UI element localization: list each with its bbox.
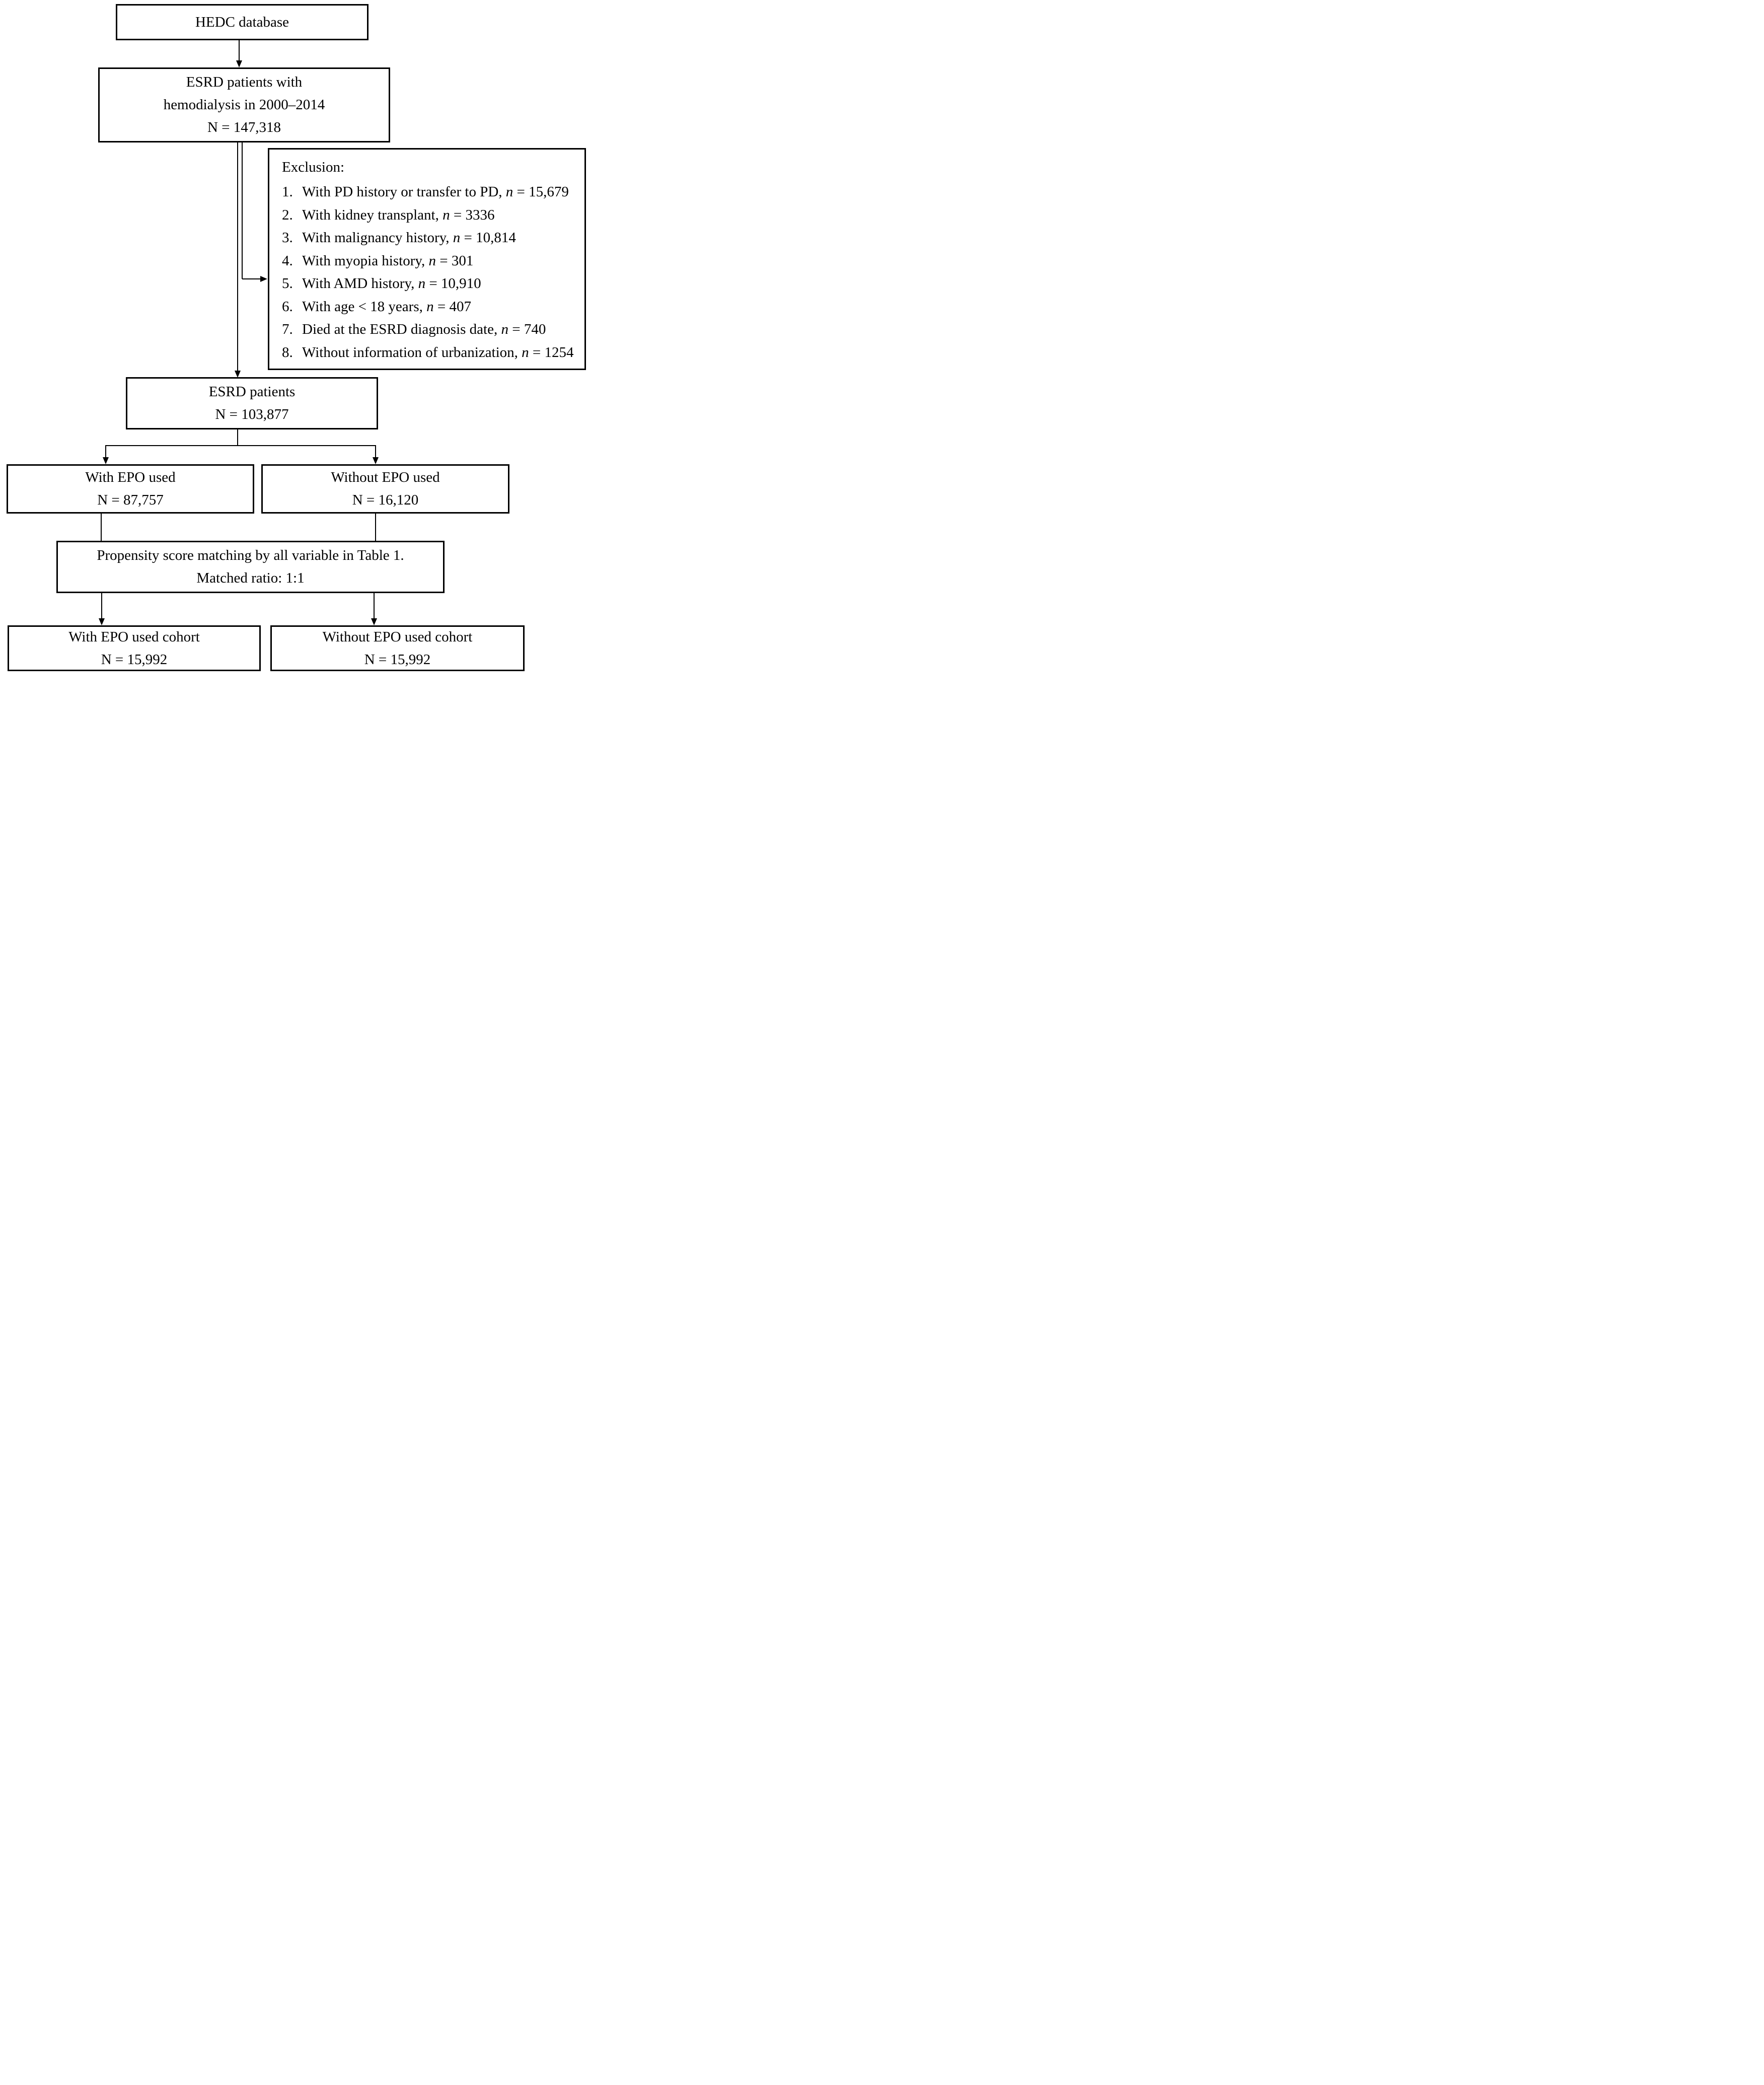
box-esrd-hemodialysis-line1: ESRD patients with [186,74,303,90]
exclusion-item-3-number: 3. [282,230,293,246]
exclusion-item-2-nvar: n [443,206,450,223]
exclusion-item-7-value: = 740 [508,321,546,338]
exclusion-item-2-text: With kidney transplant, n = 3336 [302,204,494,227]
exclusion-item-5-nvar: n [418,275,426,292]
arrowhead-down-withepo [103,457,109,464]
exclusion-item-5-number: 5. [282,275,293,292]
box-hedc-database: HEDC database [116,4,369,40]
box-with-epo-cohort: With EPO used cohort N = 15,992 [8,625,261,671]
box-esrd-hemodialysis-count: N = 147,318 [207,119,281,135]
connector-withepo-to-psm [101,514,102,541]
exclusion-item-3-value: = 10,814 [460,230,516,246]
arrowhead-down-esrd [235,371,241,378]
exclusion-item-6-text: With age < 18 years, n = 407 [302,296,471,318]
exclusion-item-1-value: = 15,679 [513,184,569,200]
box-esrd-patients-count: N = 103,877 [215,406,289,422]
box-propensity-matching: Propensity score matching by all variabl… [56,541,445,593]
arrowhead-down-withepo-cohort [99,618,105,625]
box-with-epo-cohort-count: N = 15,992 [101,651,168,668]
connector-esrdhd-to-exclusion-vertical [242,142,243,279]
connector-esrdhd-to-esrd [237,142,238,372]
exclusion-item-8-value: = 1254 [529,344,574,361]
exclusion-item-5-text: With AMD history, n = 10,910 [302,272,481,295]
exclusion-item-7-nvar: n [501,321,508,338]
exclusion-item-1-number: 1. [282,184,293,200]
box-with-epo-line1: With EPO used [85,469,176,485]
exclusion-item-2-label: With kidney transplant, [302,206,443,223]
box-without-epo-cohort-count: N = 15,992 [364,651,431,668]
exclusion-item-6: 6. With age < 18 years, n = 407 [282,296,580,319]
exclusion-item-3: 3. With malignancy history, n = 10,814 [282,227,580,250]
box-without-epo-line1: Without EPO used [331,469,440,485]
exclusion-item-4: 4. With myopia history, n = 301 [282,250,580,273]
arrowhead-right-exclusion [260,276,267,282]
exclusion-item-8-nvar: n [522,344,529,361]
exclusion-item-5-value: = 10,910 [425,275,481,292]
exclusion-item-4-label: With myopia history, [302,252,429,269]
box-hedc-database-label: HEDC database [195,14,289,30]
exclusion-title: Exclusion: [282,159,345,175]
box-without-epo-cohort-line1: Without EPO used cohort [322,628,473,645]
connector-hedc-to-esrdhd [239,40,240,61]
exclusion-item-4-number: 4. [282,252,293,269]
exclusion-item-6-nvar: n [426,298,434,315]
exclusion-item-1-text: With PD history or transfer to PD, n = 1… [302,181,569,203]
exclusion-item-4-text: With myopia history, n = 301 [302,250,473,272]
exclusion-item-3-nvar: n [453,230,461,246]
box-propensity-matching-line2: Matched ratio: 1:1 [196,570,305,586]
exclusion-item-6-label: With age < 18 years, [302,298,427,315]
arrowhead-down-withoutepo-cohort [371,618,377,625]
exclusion-item-1-nvar: n [505,184,513,200]
connector-psm-to-withepo-cohort [101,593,102,618]
exclusion-item-7-text: Died at the ESRD diagnosis date, n = 740 [302,318,546,341]
exclusion-item-5: 5. With AMD history, n = 10,910 [282,272,580,296]
box-propensity-matching-line1: Propensity score matching by all variabl… [97,547,404,563]
box-without-epo-cohort: Without EPO used cohort N = 15,992 [270,625,525,671]
box-with-epo-cohort-line1: With EPO used cohort [68,628,200,645]
exclusion-item-2: 2. With kidney transplant, n = 3336 [282,204,580,227]
exclusion-item-8-number: 8. [282,344,293,361]
arrowhead-down-withoutepo [373,457,379,464]
exclusion-item-5-label: With AMD history, [302,275,418,292]
connector-esrd-split-stem [237,429,238,446]
exclusion-item-1: 1. With PD history or transfer to PD, n … [282,181,580,204]
flowchart-patient-selection: HEDC database ESRD patients with hemodia… [0,0,588,695]
exclusion-item-8-text: Without information of urbanization, n =… [302,341,574,364]
connector-withoutepo-to-psm [375,514,376,541]
exclusion-item-7-number: 7. [282,321,293,338]
exclusion-item-6-value: = 407 [433,298,471,315]
exclusion-item-4-nvar: n [428,252,436,269]
box-esrd-hemodialysis-line2: hemodialysis in 2000–2014 [163,97,325,113]
box-esrd-hemodialysis: ESRD patients with hemodialysis in 2000–… [98,67,390,142]
exclusion-item-8-label: Without information of urbanization, [302,344,522,361]
exclusion-item-7-label: Died at the ESRD diagnosis date, [302,321,501,338]
box-with-epo: With EPO used N = 87,757 [7,464,254,514]
connector-psm-to-withoutepo-cohort [374,593,375,618]
box-without-epo-count: N = 16,120 [352,492,419,508]
exclusion-item-8: 8. Without information of urbanization, … [282,341,580,365]
exclusion-item-1-label: With PD history or transfer to PD, [302,184,506,200]
connector-split-to-withoutepo [375,445,376,458]
box-exclusion: Exclusion: 1. With PD history or transfe… [268,148,586,370]
arrowhead-down-esrdhd [236,60,242,67]
exclusion-item-3-text: With malignancy history, n = 10,814 [302,227,516,249]
exclusion-item-7: 7. Died at the ESRD diagnosis date, n = … [282,318,580,341]
box-without-epo: Without EPO used N = 16,120 [261,464,509,514]
exclusion-item-3-label: With malignancy history, [302,230,453,246]
connector-esrdhd-to-exclusion-horizontal [242,278,261,279]
exclusion-item-2-number: 2. [282,206,293,223]
connector-split-to-withepo [105,445,106,458]
box-with-epo-count: N = 87,757 [97,492,164,508]
exclusion-item-4-value: = 301 [435,252,474,269]
connector-esrd-split-bar [105,445,376,446]
box-esrd-patients: ESRD patients N = 103,877 [126,377,378,429]
box-esrd-patients-line1: ESRD patients [208,384,296,400]
exclusion-item-2-value: = 3336 [450,206,495,223]
exclusion-item-6-number: 6. [282,298,293,315]
